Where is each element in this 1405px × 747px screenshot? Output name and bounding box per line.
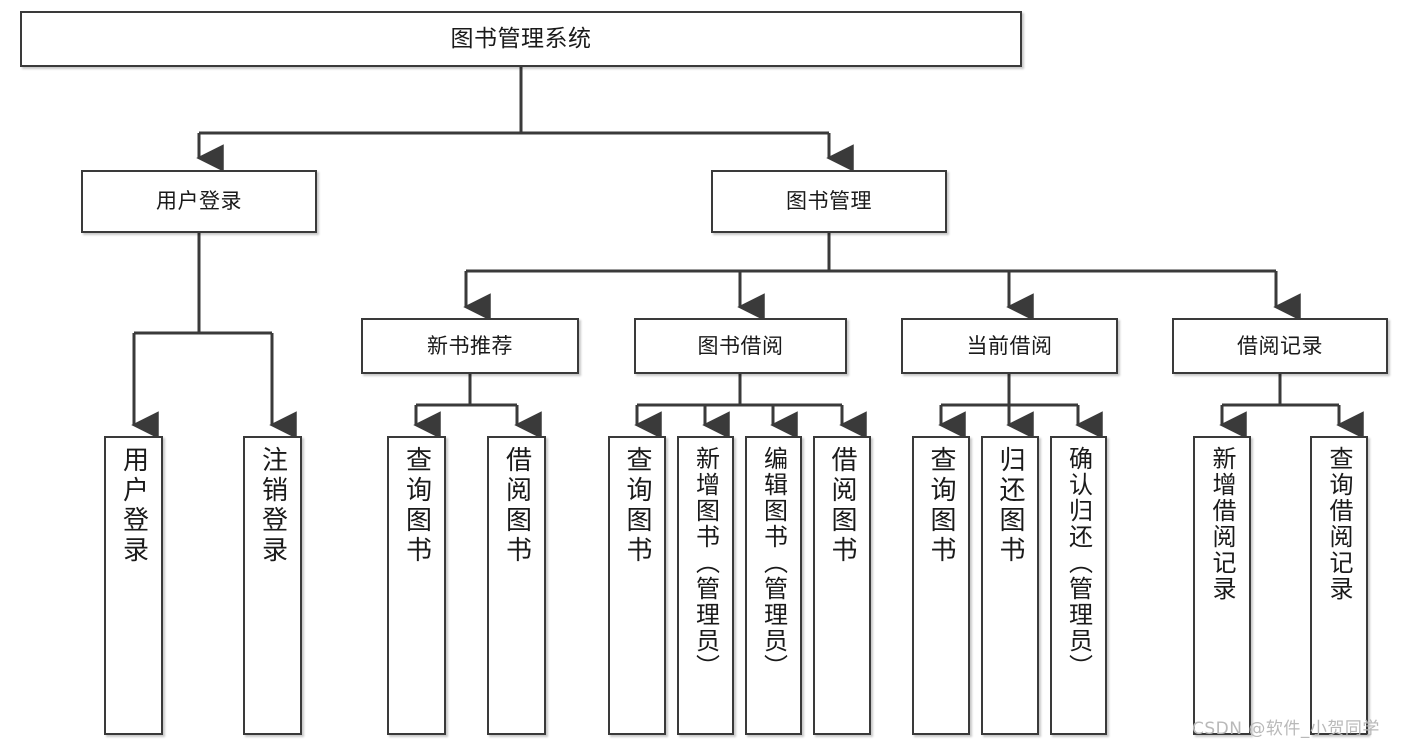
node-current-borrow[interactable]: 当前借阅 <box>901 318 1118 374</box>
node-label-root: 图书管理系统 <box>450 25 592 52</box>
node-leaf-edit-book-admin[interactable]: 编辑图书（管理员） <box>745 436 802 735</box>
node-leaf-add-borrow-record[interactable]: 新增借阅记录 <box>1193 436 1251 735</box>
node-label-leaf-borrow-book-1: 借阅图书 <box>501 446 532 566</box>
node-label-leaf-query-book-2: 查询图书 <box>622 446 652 566</box>
node-label-leaf-add-borrow-record: 新增借阅记录 <box>1208 446 1236 602</box>
node-leaf-return-book[interactable]: 归还图书 <box>981 436 1039 735</box>
node-leaf-query-book-2[interactable]: 查询图书 <box>608 436 666 735</box>
node-label-leaf-borrow-book-2: 借阅图书 <box>827 446 857 566</box>
node-root-system[interactable]: 图书管理系统 <box>20 11 1022 67</box>
node-label-leaf-logout: 注销登录 <box>257 446 288 566</box>
node-label-leaf-user-login: 用户登录 <box>118 446 149 566</box>
node-leaf-add-book-admin[interactable]: 新增图书（管理员） <box>677 436 734 735</box>
node-label-book-manage: 图书管理 <box>786 189 872 214</box>
node-label-borrow-record: 借阅记录 <box>1237 333 1323 358</box>
node-label-user-login: 用户登录 <box>156 189 242 214</box>
node-new-book-recommend[interactable]: 新书推荐 <box>361 318 579 374</box>
node-label-current-borrow: 当前借阅 <box>966 333 1053 358</box>
node-leaf-query-book-3[interactable]: 查询图书 <box>912 436 970 735</box>
node-borrow-record[interactable]: 借阅记录 <box>1172 318 1388 374</box>
node-label-book-borrow: 图书借阅 <box>697 333 784 358</box>
node-label-leaf-add-book-admin: 新增图书（管理员） <box>691 446 720 680</box>
node-label-leaf-query-book-3: 查询图书 <box>926 446 956 566</box>
node-label-leaf-confirm-return-admin: 确认归还（管理员） <box>1064 446 1093 680</box>
node-leaf-logout[interactable]: 注销登录 <box>243 436 302 735</box>
node-leaf-user-login[interactable]: 用户登录 <box>104 436 163 735</box>
node-label-leaf-query-book-1: 查询图书 <box>401 446 432 566</box>
node-leaf-borrow-book-1[interactable]: 借阅图书 <box>487 436 546 735</box>
node-leaf-query-book-1[interactable]: 查询图书 <box>387 436 446 735</box>
node-book-manage[interactable]: 图书管理 <box>711 170 947 233</box>
node-leaf-query-borrow-record[interactable]: 查询借阅记录 <box>1310 436 1368 735</box>
node-label-leaf-return-book: 归还图书 <box>995 446 1025 566</box>
node-book-borrow[interactable]: 图书借阅 <box>634 318 847 374</box>
node-leaf-confirm-return-admin[interactable]: 确认归还（管理员） <box>1050 436 1107 735</box>
node-label-leaf-query-borrow-record: 查询借阅记录 <box>1325 446 1353 602</box>
node-label-leaf-edit-book-admin: 编辑图书（管理员） <box>759 446 788 680</box>
node-user-login[interactable]: 用户登录 <box>81 170 317 233</box>
node-leaf-borrow-book-2[interactable]: 借阅图书 <box>813 436 871 735</box>
csdn-watermark: CSDN @软件_小贺同学 <box>1192 719 1380 739</box>
node-label-new-book-recommend: 新书推荐 <box>427 333 513 358</box>
